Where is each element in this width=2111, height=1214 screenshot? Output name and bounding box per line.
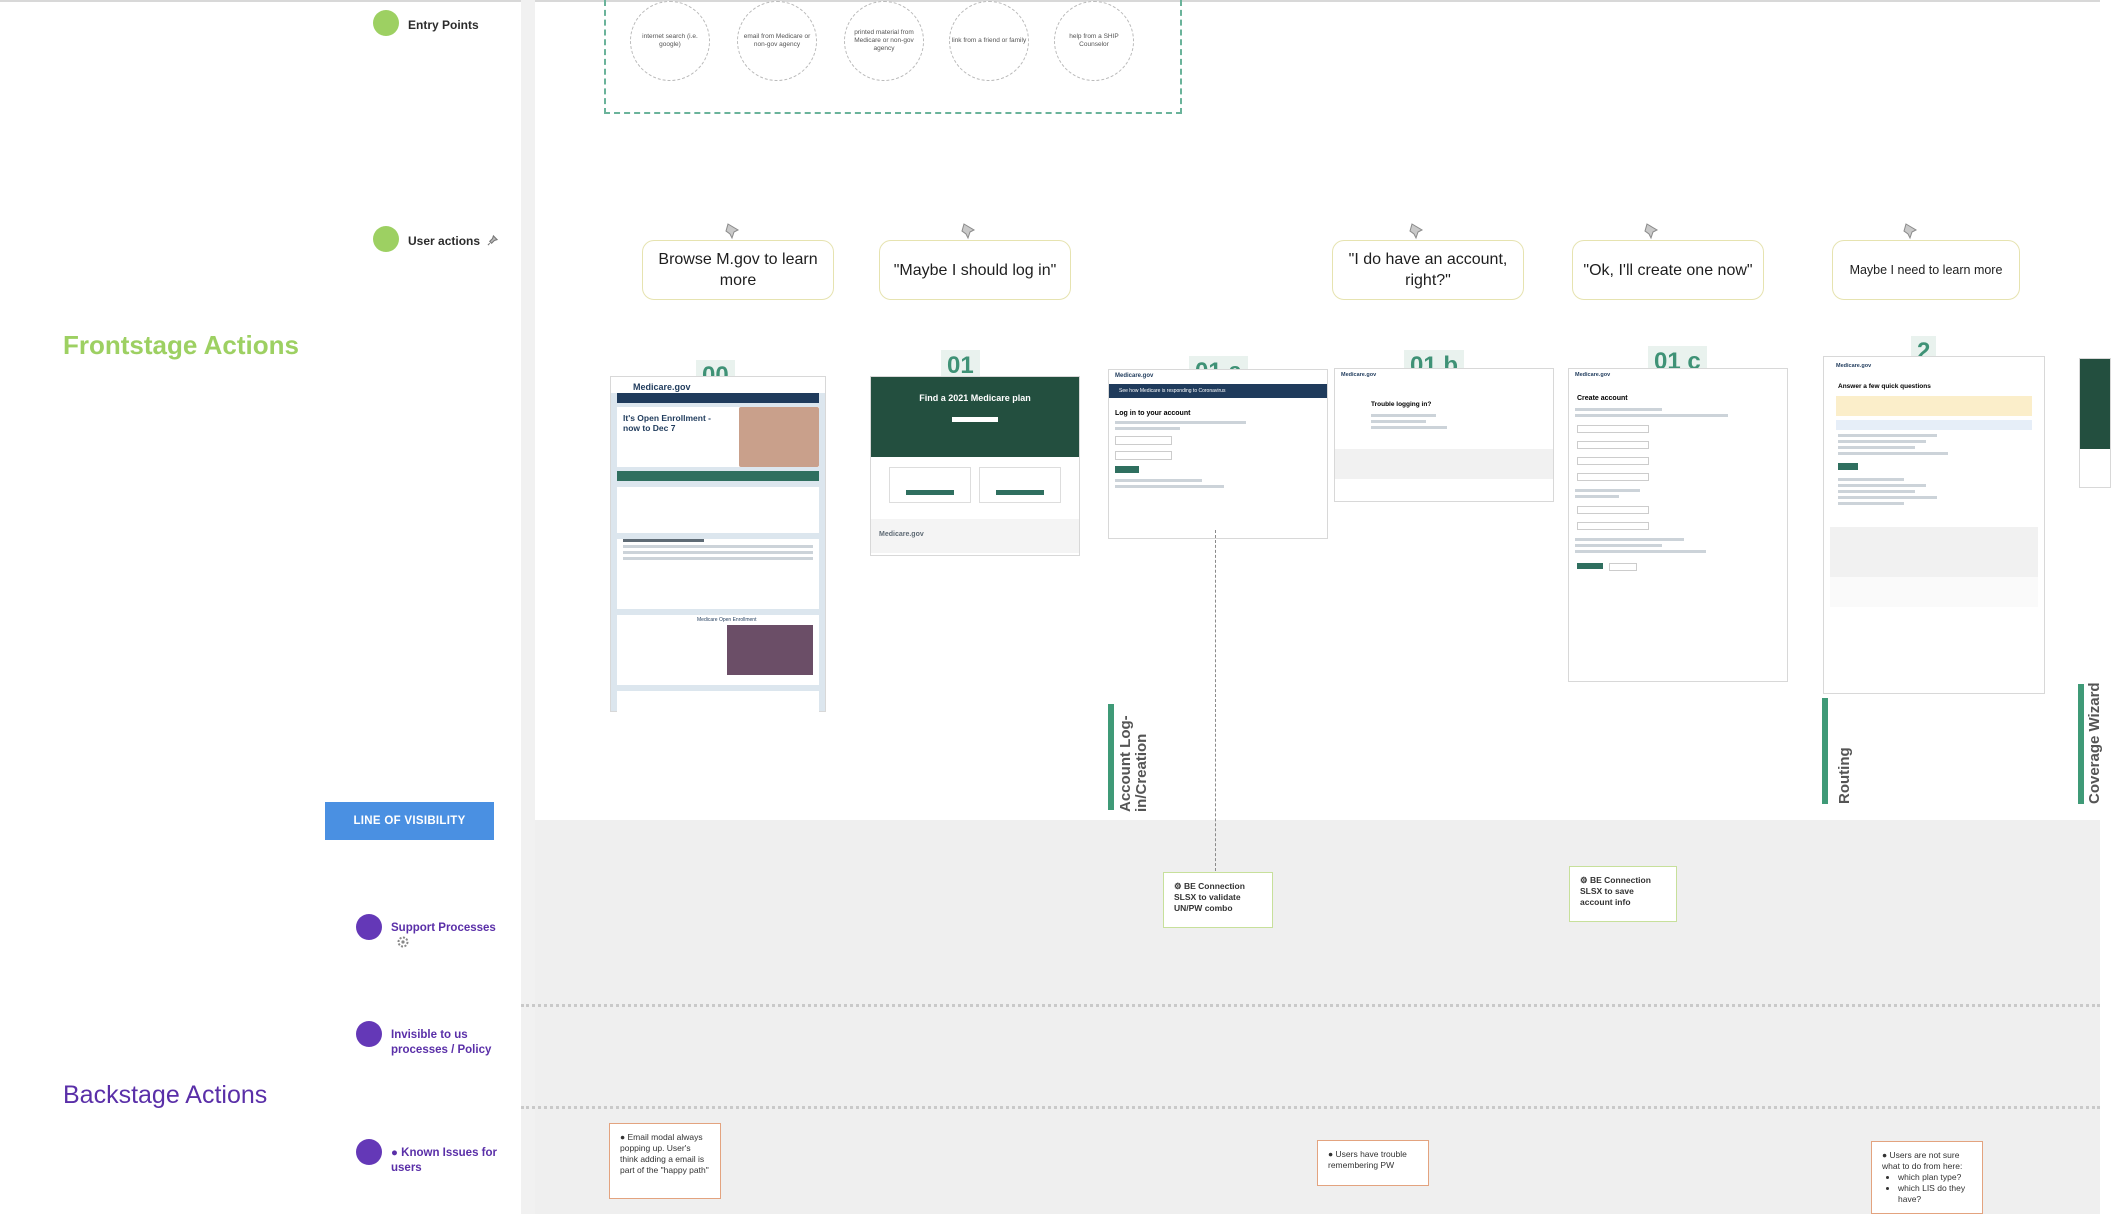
- screenshot-01a: Medicare.gov See how Medicare is respond…: [1108, 369, 1328, 539]
- issue-note: ● Users are not sure what to do from her…: [1871, 1141, 1983, 1214]
- entry-point: internet search (i.e. google): [630, 1, 710, 81]
- support-note: ⚙ BE Connection SLSX to save account inf…: [1569, 866, 1677, 922]
- gear-icon: [397, 936, 409, 948]
- lane-divider: [521, 0, 535, 1214]
- pin-icon: [487, 234, 499, 246]
- user-action-bubble: "Ok, I'll create one now": [1572, 240, 1764, 300]
- invisible-dot: [356, 1021, 382, 1047]
- pin-icon: [961, 223, 976, 240]
- phase-bar: [2078, 684, 2084, 804]
- phase-label: Coverage Wizard: [2086, 682, 2103, 804]
- screenshot-01c: Medicare.gov Create account: [1568, 368, 1788, 682]
- screenshot-02: Medicare.gov Answer a few quick question…: [1823, 356, 2045, 694]
- issue-note: ● Users have trouble remembering PW: [1317, 1140, 1429, 1186]
- phase-label: Account Log-in/Creation: [1117, 715, 1150, 812]
- bomb-icon: ●: [620, 1132, 626, 1142]
- bomb-icon: ●: [391, 1147, 398, 1159]
- bomb-icon: ●: [1328, 1149, 1334, 1159]
- gear-icon: ⚙: [1580, 875, 1588, 885]
- known-issues-dot: [356, 1139, 382, 1165]
- entry-point: link from a friend or family: [949, 1, 1029, 81]
- screenshot-01b: Medicare.gov Trouble logging in?: [1334, 368, 1554, 502]
- support-processes-label: Support Processes: [391, 921, 501, 951]
- gear-icon: ⚙: [1174, 881, 1182, 891]
- pin-icon: [1903, 223, 1918, 240]
- issue-note: ● Email modal always popping up. User's …: [609, 1123, 721, 1199]
- entry-points-dot: [373, 10, 399, 36]
- entry-point: help from a SHIP Counselor: [1054, 1, 1134, 81]
- entry-points-label: Entry Points: [408, 18, 479, 32]
- entry-point: printed material from Medicare or non-go…: [844, 1, 924, 81]
- invisible-label: Invisible to us processes / Policy: [391, 1029, 492, 1056]
- phase-bar: [1108, 704, 1114, 810]
- dotted-divider: [521, 1106, 2100, 1109]
- top-border: [0, 0, 2100, 2]
- entry-point: email from Medicare or non-gov agency: [737, 1, 817, 81]
- user-action-bubble: "Maybe I should log in": [879, 240, 1071, 300]
- screenshot-01: Find a 2021 Medicare plan Medicare.gov: [870, 376, 1080, 556]
- entry-points-group: [604, 0, 1182, 114]
- dotted-divider: [521, 1004, 2100, 1007]
- phase-label: Routing: [1836, 747, 1853, 804]
- support-note: ⚙ BE Connection SLSX to validate UN/PW c…: [1163, 872, 1273, 928]
- pin-icon: [1409, 223, 1424, 240]
- backstage-title: Backstage Actions: [63, 1081, 268, 1109]
- pin-icon: [725, 223, 740, 240]
- screenshot-partial: [2079, 358, 2111, 488]
- pin-icon: [1644, 223, 1659, 240]
- bomb-icon: ●: [1882, 1150, 1888, 1160]
- connector-line: [1215, 530, 1216, 876]
- user-action-bubble: Browse M.gov to learn more: [642, 240, 834, 300]
- line-of-visibility: LINE OF VISIBILITY: [325, 802, 494, 840]
- user-actions-label: User actions: [408, 234, 499, 248]
- known-issues-label: ● Known Issues for users: [391, 1147, 498, 1174]
- frontstage-title: Frontstage Actions: [63, 330, 299, 360]
- screenshot-00: Medicare.gov It's Open Enrollment - now …: [610, 376, 826, 715]
- support-dot: [356, 914, 382, 940]
- user-action-bubble: Maybe I need to learn more: [1832, 240, 2020, 300]
- user-actions-dot: [373, 226, 399, 252]
- phase-bar: [1822, 698, 1828, 804]
- user-action-bubble: "I do have an account, right?": [1332, 240, 1524, 300]
